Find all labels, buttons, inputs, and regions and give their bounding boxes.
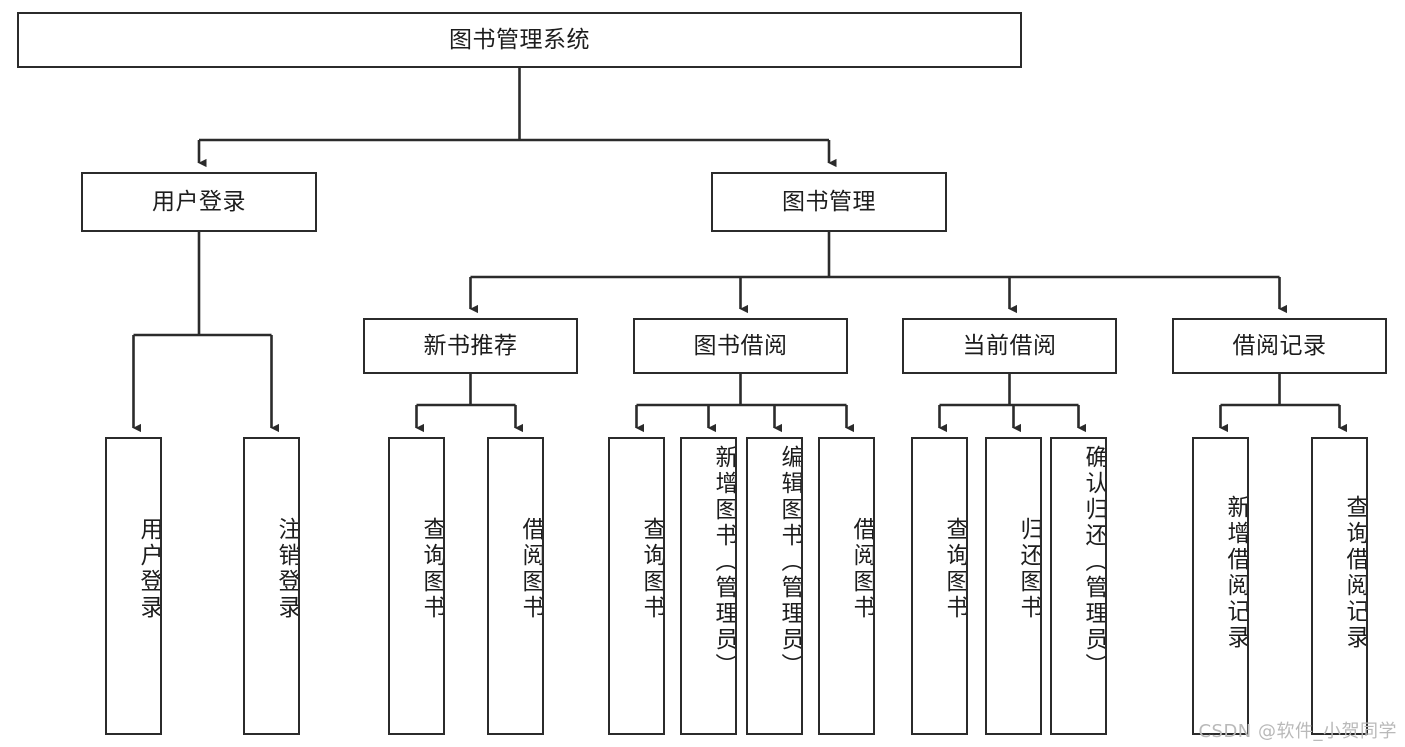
node-label: 当前借阅 (962, 332, 1057, 359)
watermark-label: CSDN @软件_小贺同学 (1198, 721, 1397, 742)
node-leaf-cur-1[interactable]: 查询图书 (911, 437, 968, 735)
node-label: 新增借阅记录 (1223, 495, 1249, 651)
node-bookmgmt[interactable]: 图书管理 (711, 172, 947, 232)
node-label: 查询图书 (419, 517, 445, 621)
node-borrow[interactable]: 图书借阅 (633, 318, 848, 374)
node-label: 借阅图书 (849, 517, 875, 621)
node-label: 用户登录 (136, 517, 162, 621)
node-label: 新书推荐 (423, 332, 518, 359)
node-leaf-rec-2[interactable]: 查询借阅记录 (1311, 437, 1368, 735)
node-root[interactable]: 图书管理系统 (17, 12, 1022, 68)
node-leaf-bor-3[interactable]: 编辑图书（管理员） (746, 437, 803, 735)
node-leaf-rec-1[interactable]: 新增借阅记录 (1192, 437, 1249, 735)
node-leaf-cur-2[interactable]: 归还图书 (985, 437, 1042, 735)
node-leaf-login-2[interactable]: 注销登录 (243, 437, 300, 735)
node-leaf-new-2[interactable]: 借阅图书 (487, 437, 544, 735)
node-label: 借阅图书 (518, 517, 544, 621)
node-label: 图书管理系统 (449, 26, 590, 53)
node-label: 查询图书 (942, 517, 968, 621)
node-leaf-bor-2[interactable]: 新增图书（管理员） (680, 437, 737, 735)
node-label: 查询图书 (639, 517, 665, 621)
node-label: 图书管理 (782, 188, 876, 215)
edge-paths (132, 68, 1348, 433)
node-label: 编辑图书（管理员） (777, 445, 803, 679)
node-label: 用户登录 (152, 188, 246, 215)
node-label: 确认归还（管理员） (1081, 445, 1107, 679)
node-login[interactable]: 用户登录 (81, 172, 317, 232)
node-leaf-bor-4[interactable]: 借阅图书 (818, 437, 875, 735)
node-leaf-cur-3[interactable]: 确认归还（管理员） (1050, 437, 1107, 735)
node-label: 注销登录 (274, 517, 300, 621)
node-label: 新增图书（管理员） (711, 445, 737, 679)
node-label: 借阅记录 (1232, 332, 1327, 359)
node-newbook[interactable]: 新书推荐 (363, 318, 578, 374)
node-leaf-bor-1[interactable]: 查询图书 (608, 437, 665, 735)
node-records[interactable]: 借阅记录 (1172, 318, 1387, 374)
node-leaf-new-1[interactable]: 查询图书 (388, 437, 445, 735)
node-label: 图书借阅 (693, 332, 788, 359)
node-label: 归还图书 (1016, 517, 1042, 621)
node-current[interactable]: 当前借阅 (902, 318, 1117, 374)
node-leaf-login-1[interactable]: 用户登录 (105, 437, 162, 735)
node-label: 查询借阅记录 (1342, 495, 1368, 651)
